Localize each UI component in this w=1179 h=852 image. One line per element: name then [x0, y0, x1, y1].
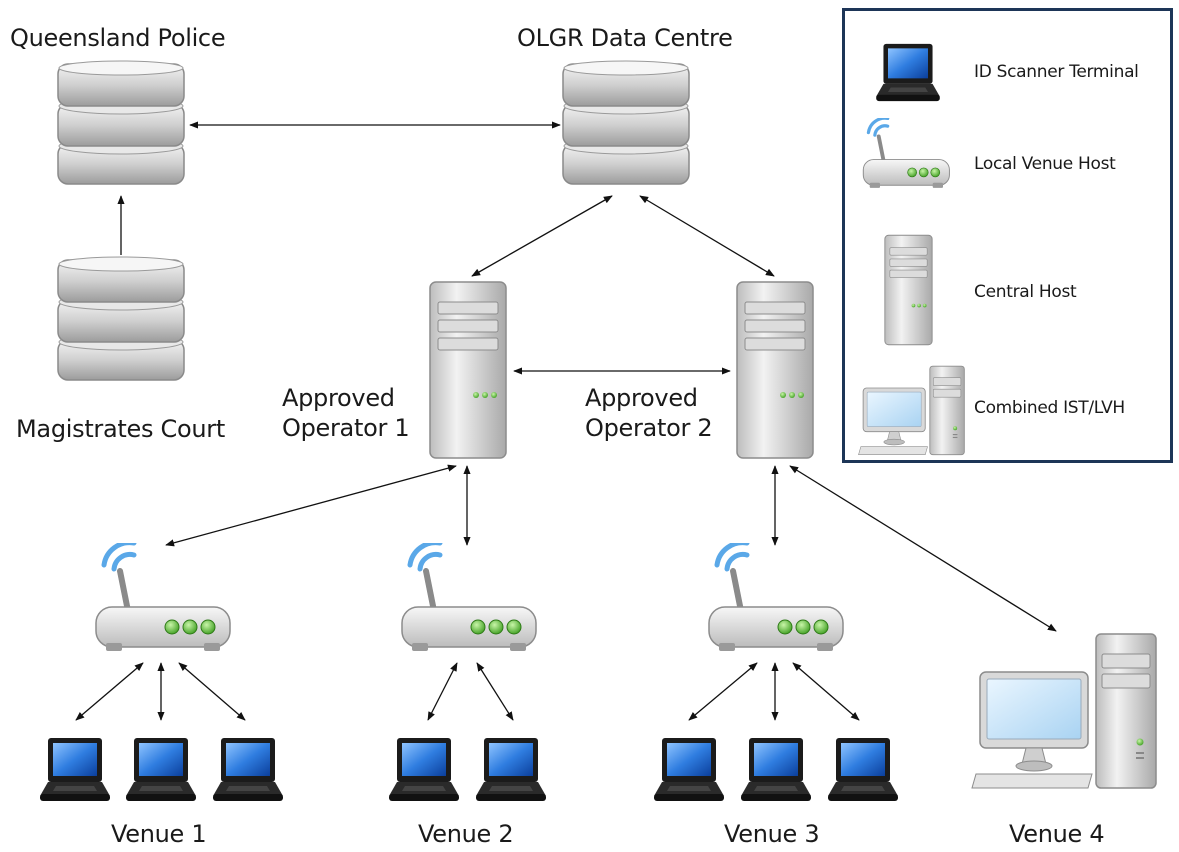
venue-label: Venue 3	[724, 820, 820, 848]
link-op1-venue1	[165, 464, 457, 547]
link-v2-laptop1	[427, 662, 458, 721]
venue3-laptop-icon	[654, 738, 724, 801]
link-op2-venue4	[789, 465, 1057, 632]
operator2-label-line2: Operator 2	[585, 414, 713, 442]
venue1-laptop-icon	[126, 738, 196, 801]
legend-label: ID Scanner Terminal	[974, 62, 1139, 82]
olgr-data-centre-label: OLGR Data Centre	[517, 24, 733, 52]
link-v3-laptop1	[688, 662, 758, 721]
olgr-data-centre-database-icon	[562, 60, 690, 185]
venue-label: Venue 2	[418, 820, 514, 848]
venue2-laptop-icon	[389, 738, 459, 801]
operator2-server-icon	[736, 281, 814, 459]
venue3-laptop-icon	[828, 738, 898, 801]
queensland-police-database-icon	[57, 60, 185, 185]
operator1-label-line1: Approved	[282, 384, 395, 412]
venue3-laptop-icon	[741, 738, 811, 801]
magistrates-court-database-icon	[57, 256, 185, 381]
venue1-laptop-icon	[213, 738, 283, 801]
legend-label: Combined IST/LVH	[974, 398, 1125, 418]
legend-laptop-icon	[876, 43, 940, 102]
link-v1-laptop1	[75, 662, 144, 721]
link-olgr-op2	[639, 195, 775, 277]
queensland-police-label: Queensland Police	[10, 24, 226, 52]
operator1-label: Approved Operator 1	[282, 383, 410, 443]
venue2-router-icon	[402, 543, 536, 651]
connection-lines	[75, 121, 1057, 721]
legend-router-icon	[862, 118, 952, 190]
operator2-label-line1: Approved	[585, 384, 698, 412]
operator1-label-line2: Operator 1	[282, 414, 410, 442]
magistrates-court-label: Magistrates Court	[16, 415, 225, 443]
venue2-laptop-icon	[476, 738, 546, 801]
link-olgr-op1	[471, 195, 613, 277]
operator1-server-icon	[429, 281, 507, 459]
legend-tower-server-icon	[884, 234, 933, 346]
venue3-router-icon	[709, 543, 843, 651]
venue-label: Venue 1	[111, 820, 207, 848]
venue-label: Venue 4	[1009, 820, 1105, 848]
link-v1-laptop3	[178, 662, 246, 721]
venue1-laptop-icon	[40, 738, 110, 801]
venue1-router-icon	[96, 543, 230, 651]
legend-desktop-computer-icon	[858, 365, 965, 456]
link-v2-laptop2	[476, 662, 514, 721]
legend-label: Central Host	[974, 282, 1077, 302]
operator2-label: Approved Operator 2	[585, 383, 713, 443]
link-v3-laptop3	[792, 662, 860, 721]
venue4-desktop-computer-icon	[971, 633, 1157, 789]
legend-label: Local Venue Host	[974, 154, 1116, 174]
